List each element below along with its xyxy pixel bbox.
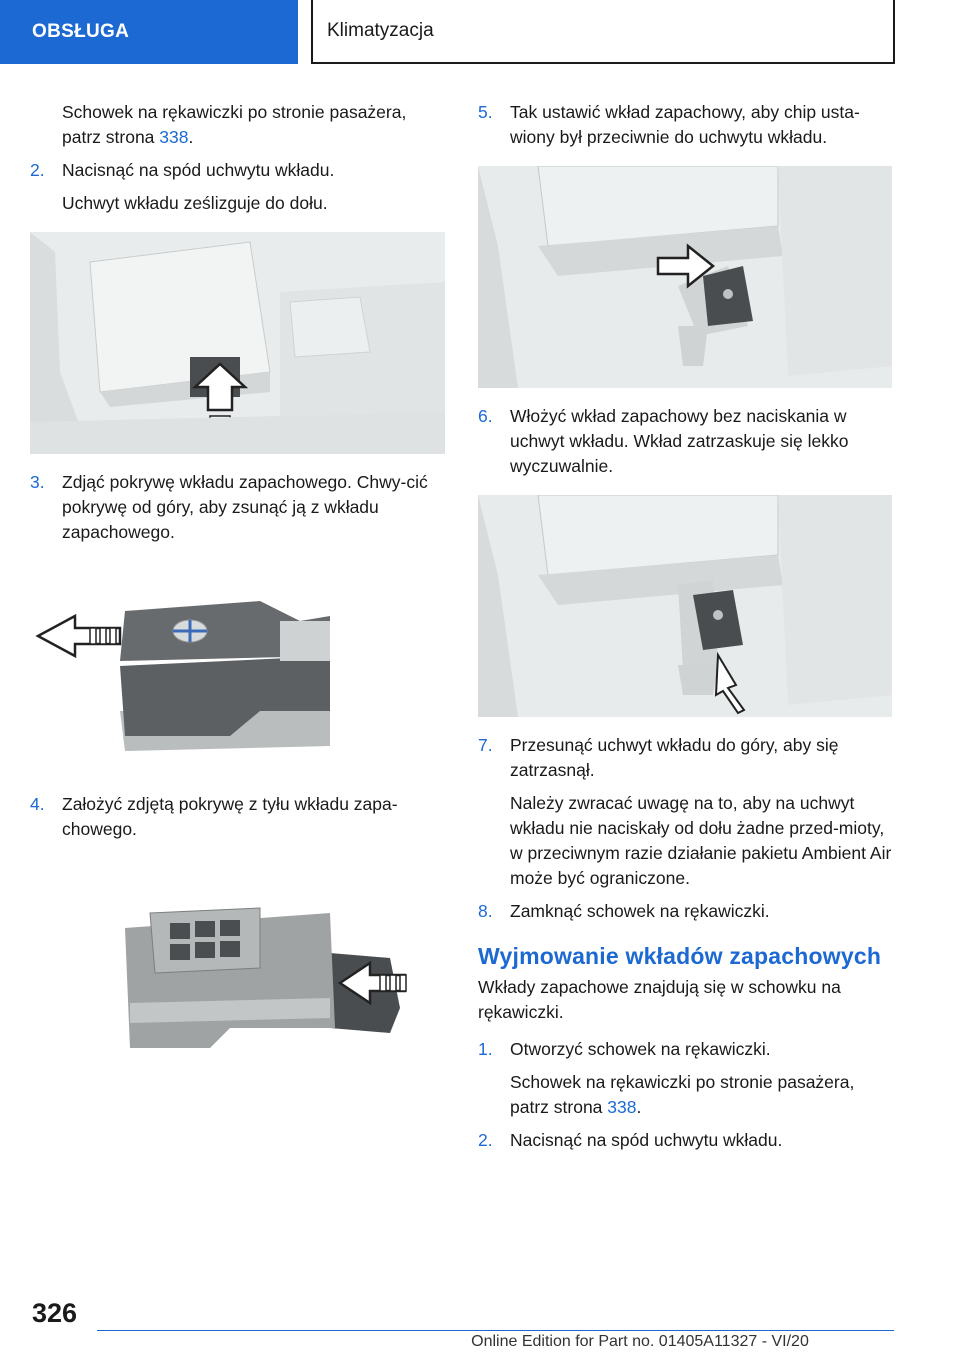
step-7: 7. Przesunąć uchwyt wkładu do góry, aby … — [478, 733, 892, 783]
step-number: 8. — [478, 901, 493, 921]
intro-paragraph: Schowek na rękawiczki po stronie pasażer… — [62, 102, 407, 147]
insert-cartridge-illustration — [478, 495, 892, 717]
left-column: Schowek na rękawiczki po stronie pasażer… — [30, 100, 445, 1094]
align-chip-illustration — [478, 166, 892, 388]
step-text: Tak ustawić wkład zapachowy, aby chip us… — [510, 102, 860, 147]
section-heading: Wyjmowanie wkładów zapachowych — [478, 943, 882, 969]
removal-step-1: 1. Otworzyć schowek na rękawiczki. — [478, 1037, 892, 1062]
step-text: Nacisnąć na spód uchwytu wkładu. — [510, 1130, 783, 1150]
removal-step-2: 2. Nacisnąć na spód uchwytu wkładu. — [478, 1128, 892, 1153]
step-number: 3. — [30, 472, 45, 492]
step-8: 8. Zamknąć schowek na rękawiczki. — [478, 899, 892, 924]
step-number: 2. — [30, 160, 45, 180]
attach-cover-illustration — [30, 858, 445, 1078]
step-number: 1. — [478, 1039, 493, 1059]
step-number: 4. — [30, 794, 45, 814]
glovebox-holder-illustration — [30, 232, 445, 454]
edition-text: Online Edition for Part no. 01405A11327 … — [471, 1333, 809, 1350]
step-text: Nacisnąć na spód uchwytu wkładu. — [62, 160, 335, 180]
page-link[interactable]: 338 — [159, 127, 189, 147]
step-2: 2. Nacisnąć na spód uchwytu wkładu. — [30, 158, 445, 183]
page-link[interactable]: 338 — [607, 1097, 637, 1117]
section-paragraph: Wkłady zapachowe znajdują się w schowku … — [478, 977, 841, 1022]
step-text: Założyć zdjętą pokrywę z tyłu wkładu zap… — [62, 794, 398, 839]
step-result: Uchwyt wkładu ześlizguje do dołu. — [62, 193, 328, 213]
step-text: Włożyć wkład zapachowy bez naciskania w … — [510, 406, 849, 476]
step-number: 5. — [478, 102, 493, 122]
step-6: 6. Włożyć wkład zapachowy bez naciskania… — [478, 404, 892, 479]
step-text: Otworzyć schowek na rękawiczki. — [510, 1039, 771, 1059]
step-text: Zdjąć pokrywę wkładu zapachowego. Chwy-c… — [62, 472, 428, 542]
step-text: Przesunąć uchwyt wkładu do góry, aby się… — [510, 735, 839, 780]
step-text: Zamknąć schowek na rękawiczki. — [510, 901, 770, 921]
step-number: 6. — [478, 406, 493, 426]
step-number: 2. — [478, 1130, 493, 1150]
footer-edition: Online Edition for Part no. 01405A11327 … — [0, 1333, 960, 1351]
step-3: 3. Zdjąć pokrywę wkładu zapachowego. Chw… — [30, 470, 445, 545]
footer-divider — [97, 1330, 894, 1331]
right-column: 5. Tak ustawić wkład zapachowy, aby chip… — [478, 100, 892, 1161]
step-5: 5. Tak ustawić wkład zapachowy, aby chip… — [478, 100, 892, 150]
step-note: Należy zwracać uwagę na to, aby na uchwy… — [510, 793, 892, 888]
chapter-title: Klimatyzacja — [327, 20, 434, 41]
chapter-header: Klimatyzacja — [311, 0, 895, 64]
remove-cover-illustration — [30, 561, 445, 776]
step-result: Schowek na rękawiczki po stronie pasażer… — [510, 1072, 855, 1117]
section-label: OBSŁUGA — [32, 21, 130, 42]
step-4: 4. Założyć zdjętą pokrywę z tyłu wkładu … — [30, 792, 445, 842]
step-number: 7. — [478, 735, 493, 755]
page-number: 326 — [32, 1298, 78, 1328]
section-tab: OBSŁUGA — [0, 0, 298, 64]
